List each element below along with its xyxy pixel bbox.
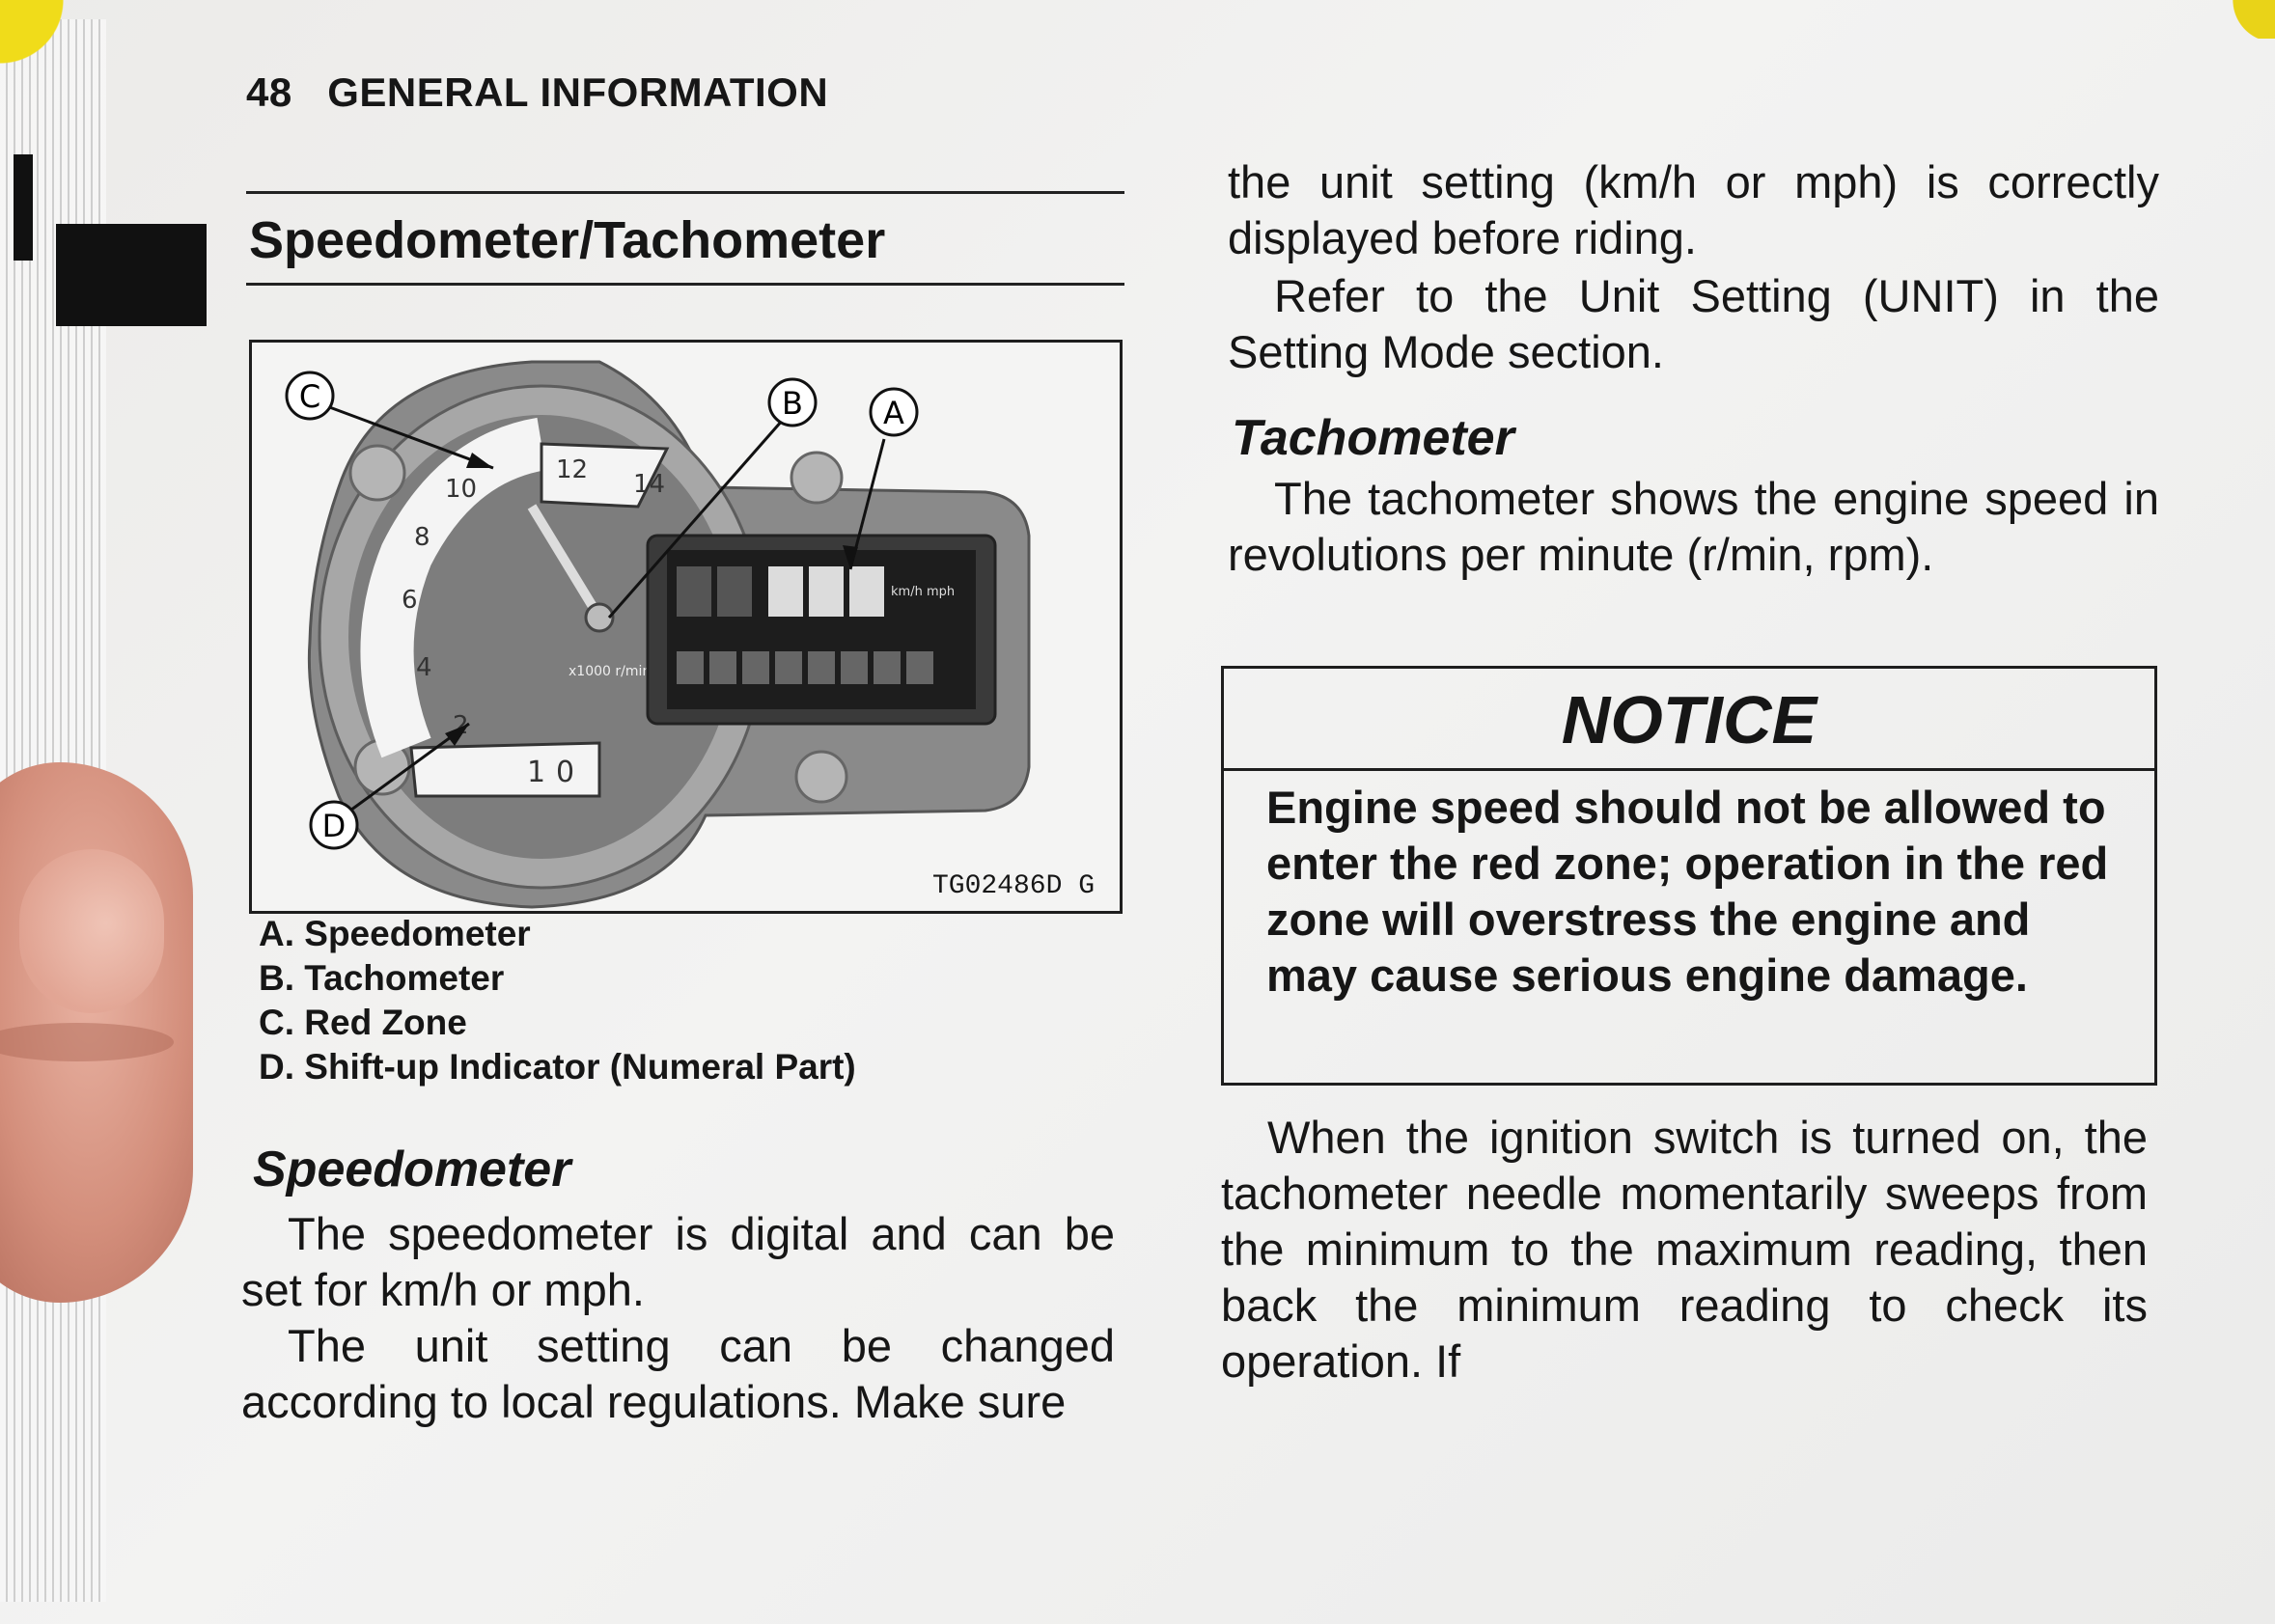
page-header: 48 GENERAL INFORMATION — [246, 69, 828, 116]
unit-setting-paragraph: the unit setting (km/h or mph) is correc… — [1228, 156, 2159, 263]
mount-boss — [790, 451, 844, 505]
arrow-head — [466, 453, 493, 468]
figure-legend: A. Speedometer B. Tachometer C. Red Zone… — [259, 912, 856, 1089]
speed-unit-label: km/h mph — [891, 585, 955, 599]
unit-label: x1000 r/min — [569, 664, 651, 679]
needle-hub — [584, 602, 615, 633]
thumb-index-tab — [56, 224, 207, 326]
finger-nail — [19, 849, 164, 1013]
page-number: 48 — [246, 69, 292, 115]
finger-crease — [0, 1023, 174, 1061]
background-yellow-right — [2217, 0, 2275, 39]
tach-scale — [360, 417, 547, 758]
scale-label: 10 — [445, 475, 477, 504]
scale-label: 12 — [556, 455, 588, 484]
notice-title: NOTICE — [1224, 669, 2154, 771]
svg-text:C: C — [299, 378, 320, 415]
notice-body: Engine speed should not be allowed to en… — [1266, 782, 2109, 1001]
arrow-head — [445, 724, 469, 746]
legend-item: C. Red Zone — [259, 1003, 467, 1042]
svg-text:D: D — [322, 808, 347, 844]
legend-item: B. Tachometer — [259, 958, 505, 998]
callout-d: D — [309, 800, 359, 850]
scale-label: 14 — [633, 470, 665, 499]
thumb-index-tab-2 — [14, 154, 33, 261]
page-title: Speedometer/Tachometer — [249, 211, 886, 269]
callout-a: A — [869, 387, 919, 437]
lcd-info-segments — [677, 651, 933, 684]
legend-item: A. Speedometer — [259, 914, 531, 953]
scale-label: 4 — [416, 653, 432, 682]
tachometer-heading: Tachometer — [1232, 410, 1514, 466]
speedometer-heading: Speedometer — [253, 1142, 571, 1197]
svg-text:B: B — [782, 385, 803, 422]
notice-box: NOTICE Engine speed should not be allowe… — [1221, 666, 2157, 1086]
arrow-head — [843, 545, 858, 569]
callout-c: C — [285, 371, 335, 421]
background-yellow — [0, 0, 68, 92]
title-rule-top — [246, 191, 1124, 194]
section-title: GENERAL INFORMATION — [327, 69, 829, 115]
lcd-speed-digits — [677, 566, 884, 617]
scale-label: 1 — [527, 756, 545, 789]
title-rule-bottom — [246, 283, 1124, 286]
meter-figure: 1 0 2 4 6 8 10 12 14 x1000 r/min km/h mp… — [249, 340, 1123, 914]
speedometer-paragraph-1: The speedometer is digital and can be se… — [241, 1208, 1115, 1315]
speedometer-paragraph-2: The unit setting can be changed accordin… — [241, 1320, 1115, 1427]
tach-needle — [527, 504, 604, 620]
legend-item: D. Shift-up Indicator (Numeral Part) — [259, 1047, 856, 1087]
scale-label: 0 — [556, 756, 574, 789]
tachometer-paragraph: The tachometer shows the engine speed in… — [1228, 473, 2159, 580]
ignition-paragraph: When the ignition switch is turned on, t… — [1221, 1112, 2148, 1387]
red-zone-scale — [540, 442, 670, 509]
mount-boss — [794, 750, 848, 804]
svg-text:A: A — [883, 395, 904, 431]
meter-illustration: 1 0 2 4 6 8 10 12 14 x1000 r/min km/h mp… — [285, 360, 1031, 909]
callout-b: B — [767, 377, 818, 427]
refer-paragraph: Refer to the Unit Setting (UNIT) in the … — [1228, 270, 2159, 377]
scale-label: 6 — [402, 586, 418, 615]
shift-indicator-scale — [409, 741, 601, 798]
figure-code: TG02486D G — [931, 871, 1095, 901]
mount-boss — [348, 444, 406, 502]
scale-label: 8 — [414, 523, 430, 552]
